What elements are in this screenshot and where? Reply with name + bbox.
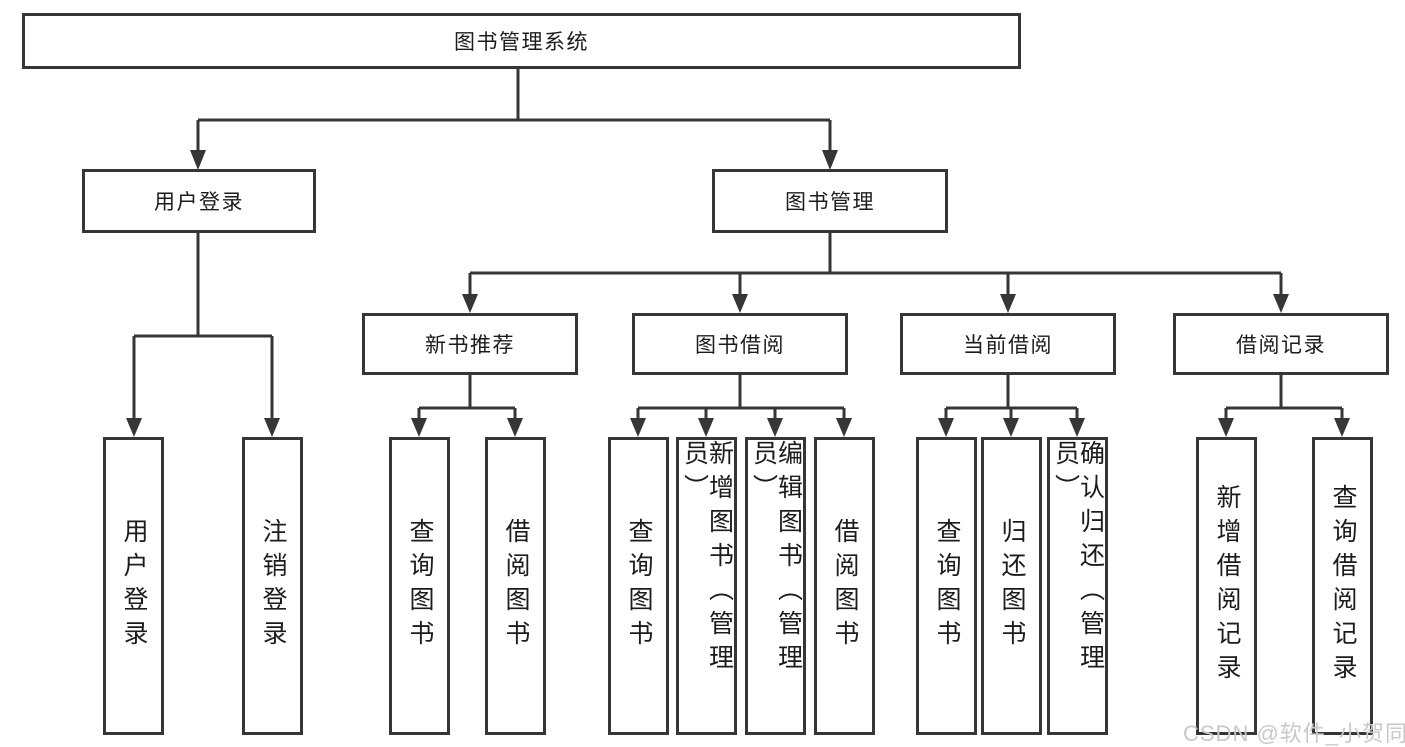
leaf-query-books-borrow: 查询图书: [608, 437, 669, 735]
node-label: 编辑图书（管理员）: [749, 440, 803, 678]
node-label: 图书管理系统: [454, 31, 589, 54]
node-label: 注销登录: [259, 518, 287, 654]
leaf-borrow-books: 借阅图书: [814, 437, 875, 735]
node-label: 图书管理: [785, 191, 875, 214]
node-label: 查询图书: [933, 518, 961, 654]
node-current-borrow: 当前借阅: [900, 313, 1116, 375]
node-label: 当前借阅: [963, 334, 1053, 357]
leaf-query-books-current: 查询图书: [916, 437, 977, 735]
node-label: 借阅图书: [502, 518, 530, 654]
node-label: 用户登录: [120, 518, 148, 654]
node-label: 查询图书: [625, 518, 653, 654]
node-new-book-recommend: 新书推荐: [362, 313, 578, 375]
arrowhead-icons: [126, 150, 1350, 437]
node-label: 图书借阅: [695, 334, 785, 357]
node-book-management: 图书管理: [712, 169, 948, 233]
node-label: 新书推荐: [425, 334, 515, 357]
leaf-user-login: 用户登录: [103, 437, 164, 735]
tree-edges: [132, 68, 1344, 419]
leaf-query-borrow-record: 查询借阅记录: [1312, 437, 1373, 735]
leaf-edit-books-admin: 编辑图书（管理员）: [745, 437, 806, 735]
leaf-borrow-books-recommend: 借阅图书: [485, 437, 546, 735]
csdn-watermark: CSDN @软件_小贺同学: [1183, 721, 1405, 746]
node-label: 查询图书: [406, 518, 434, 654]
leaf-logout: 注销登录: [242, 437, 303, 735]
leaf-add-borrow-record: 新增借阅记录: [1196, 437, 1257, 735]
node-borrow-record: 借阅记录: [1173, 313, 1389, 375]
node-label: 新增图书（管理员）: [680, 440, 734, 678]
node-label: 查询借阅记录: [1329, 484, 1357, 688]
node-label: 借阅记录: [1236, 334, 1326, 357]
node-book-borrow: 图书借阅: [632, 313, 848, 375]
leaf-return-books: 归还图书: [981, 437, 1042, 735]
node-label: 用户登录: [154, 191, 244, 214]
node-root-system: 图书管理系统: [22, 13, 1021, 69]
node-label: 确认归还（管理员）: [1051, 440, 1105, 678]
node-label: 归还图书: [998, 518, 1026, 654]
leaf-query-books-recommend: 查询图书: [389, 437, 450, 735]
leaf-confirm-return-admin: 确认归还（管理员）: [1047, 437, 1108, 735]
node-label: 新增借阅记录: [1213, 484, 1241, 688]
node-user-login: 用户登录: [82, 169, 316, 233]
leaf-add-books-admin: 新增图书（管理员）: [676, 437, 737, 735]
node-label: 借阅图书: [831, 518, 859, 654]
